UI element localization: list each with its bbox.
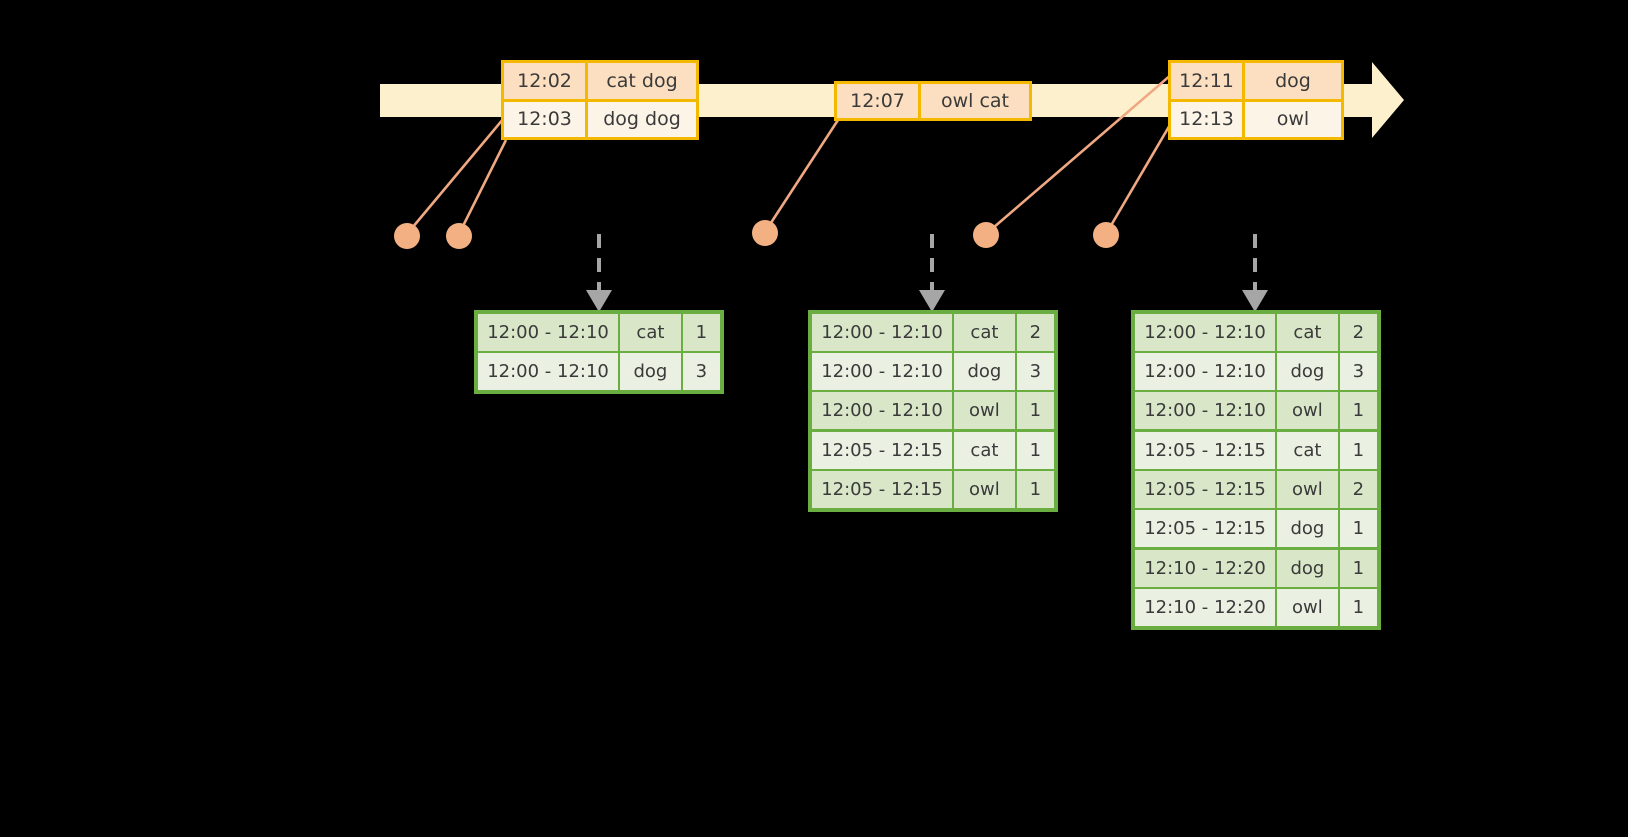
cell-key: cat — [620, 314, 681, 351]
connector-line-3 — [763, 119, 840, 233]
cell-count: 1 — [1016, 432, 1054, 469]
event-time: 12:11 — [1171, 63, 1245, 99]
cell-key: cat — [1277, 314, 1338, 351]
cell-key: owl — [1277, 392, 1338, 429]
cell-window: 12:05 - 12:15 — [1135, 471, 1276, 508]
event-row: 12:11 dog — [1171, 63, 1341, 99]
cell-key: cat — [1277, 432, 1338, 469]
event-row: 12:02 cat dog — [504, 63, 696, 99]
cell-count: 1 — [1339, 589, 1377, 626]
cell-count: 2 — [1339, 314, 1377, 351]
cell-key: owl — [954, 392, 1015, 429]
event-time: 12:07 — [837, 84, 921, 118]
cell-window: 12:00 - 12:10 — [812, 314, 953, 351]
cell-count: 1 — [1016, 392, 1054, 429]
cell-window: 12:10 - 12:20 — [1135, 550, 1276, 587]
cell-key: cat — [954, 432, 1015, 469]
event-dot-4 — [973, 222, 999, 248]
cell-window: 12:05 - 12:15 — [1135, 510, 1276, 547]
dashed-arrow-head-2 — [919, 290, 945, 312]
cell-window: 12:00 - 12:10 — [1135, 392, 1276, 429]
cell-count: 1 — [1339, 392, 1377, 429]
cell-count: 2 — [1339, 471, 1377, 508]
cell-window: 12:05 - 12:15 — [812, 471, 953, 508]
event-row: 12:03 dog dog — [504, 98, 696, 137]
cell-count: 1 — [1339, 550, 1377, 587]
event-row: 12:13 owl — [1171, 98, 1341, 137]
event-dot-1 — [394, 223, 420, 249]
cell-count: 3 — [682, 353, 720, 390]
cell-key: dog — [954, 353, 1015, 390]
cell-window: 12:00 - 12:10 — [478, 314, 619, 351]
cell-window: 12:00 - 12:10 — [1135, 353, 1276, 390]
cell-count: 3 — [1016, 353, 1054, 390]
cell-key: dog — [1277, 353, 1338, 390]
dashed-arrow-head-3 — [1242, 290, 1268, 312]
event-time: 12:02 — [504, 63, 588, 99]
cell-window: 12:00 - 12:10 — [1135, 314, 1276, 351]
cell-count: 2 — [1016, 314, 1054, 351]
event-row: 12:07 owl cat — [837, 84, 1029, 118]
event-dot-3 — [752, 220, 778, 246]
cell-window: 12:05 - 12:15 — [812, 432, 953, 469]
event-dot-5 — [1093, 222, 1119, 248]
event-box-2[interactable]: 12:07 owl cat — [834, 81, 1032, 121]
event-time: 12:03 — [504, 101, 588, 137]
event-time: 12:13 — [1171, 101, 1245, 137]
cell-key: dog — [1277, 510, 1338, 547]
event-dot-2 — [446, 223, 472, 249]
cell-key: dog — [1277, 550, 1338, 587]
cell-window: 12:00 - 12:10 — [812, 392, 953, 429]
event-value: owl — [1276, 108, 1310, 131]
dashed-arrow-head-1 — [586, 290, 612, 312]
cell-count: 3 — [1339, 353, 1377, 390]
event-box-1[interactable]: 12:02 cat dog 12:03 dog dog — [501, 60, 699, 140]
cell-count: 1 — [1339, 432, 1377, 469]
connector-line-2 — [457, 139, 508, 235]
cell-window: 12:10 - 12:20 — [1135, 589, 1276, 626]
event-value: dog — [1275, 69, 1311, 92]
event-value: owl cat — [940, 90, 1010, 112]
cell-key: owl — [1277, 471, 1338, 508]
event-value: dog dog — [603, 108, 681, 131]
cell-count: 1 — [1339, 510, 1377, 547]
event-value: cat dog — [606, 69, 678, 92]
cell-key: owl — [954, 471, 1015, 508]
cell-window: 12:05 - 12:15 — [1135, 432, 1276, 469]
cell-key: owl — [1277, 589, 1338, 626]
cell-count: 1 — [1016, 471, 1054, 508]
cell-count: 1 — [682, 314, 720, 351]
event-box-3[interactable]: 12:11 dog 12:13 owl — [1168, 60, 1344, 140]
cell-window: 12:00 - 12:10 — [812, 353, 953, 390]
cell-window: 12:00 - 12:10 — [478, 353, 619, 390]
connector-line-1 — [406, 117, 505, 235]
cell-key: cat — [954, 314, 1015, 351]
connector-line-5 — [1104, 117, 1176, 235]
cell-key: dog — [620, 353, 681, 390]
